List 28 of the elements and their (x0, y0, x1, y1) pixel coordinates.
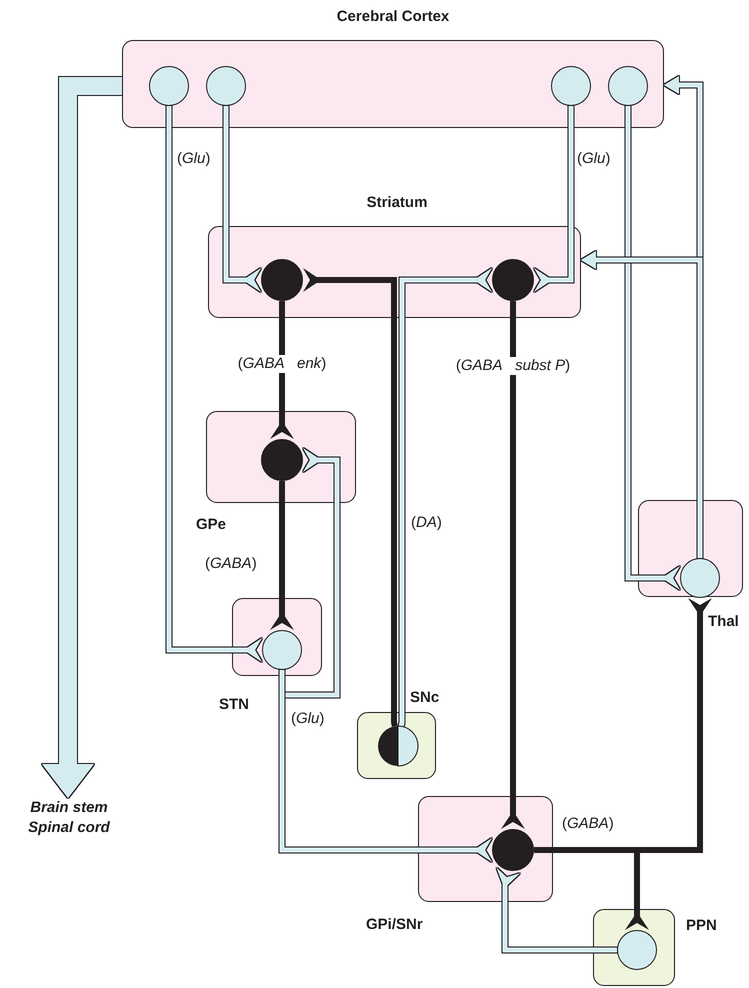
edge-label: (GABA) (561, 815, 615, 833)
neural-pathway-arrow (501, 301, 525, 829)
region-label: Cerebral Cortex (336, 8, 450, 26)
edge-label: (DA) (410, 514, 443, 532)
neural-pathway-arrow (166, 106, 262, 662)
neural-pathway-arrow (398, 268, 492, 727)
region-label: Thal (708, 613, 739, 631)
neural-pathway-arrow (534, 106, 574, 292)
edge-label: (GABA enk) (236, 355, 328, 373)
region-label: Striatum (366, 194, 428, 212)
target-label: Brain stem Spinal cord (19, 798, 119, 838)
region-label: SNc (410, 689, 440, 707)
edge-label: (Glu) (576, 150, 612, 168)
region-label: GPe (196, 516, 226, 534)
neural-pathway-arrow (270, 301, 294, 439)
neural-pathway-arrow (626, 106, 680, 590)
neural-pathway-arrow (303, 268, 398, 727)
neural-pathway-arrow (270, 481, 294, 630)
edge-label: (Glu) (290, 710, 326, 728)
region-label: STN (219, 696, 249, 714)
neural-pathway-arrow (224, 106, 261, 292)
region-label: PPN (686, 917, 717, 935)
region-label: GPi/SNr (366, 916, 423, 934)
output-pathway-arrow (42, 77, 122, 798)
edge-label: (GABA subst P) (454, 357, 572, 375)
edge-label: (GABA) (204, 555, 258, 573)
edge-label: (Glu) (176, 150, 212, 168)
neural-pathway-arrow (496, 868, 617, 952)
